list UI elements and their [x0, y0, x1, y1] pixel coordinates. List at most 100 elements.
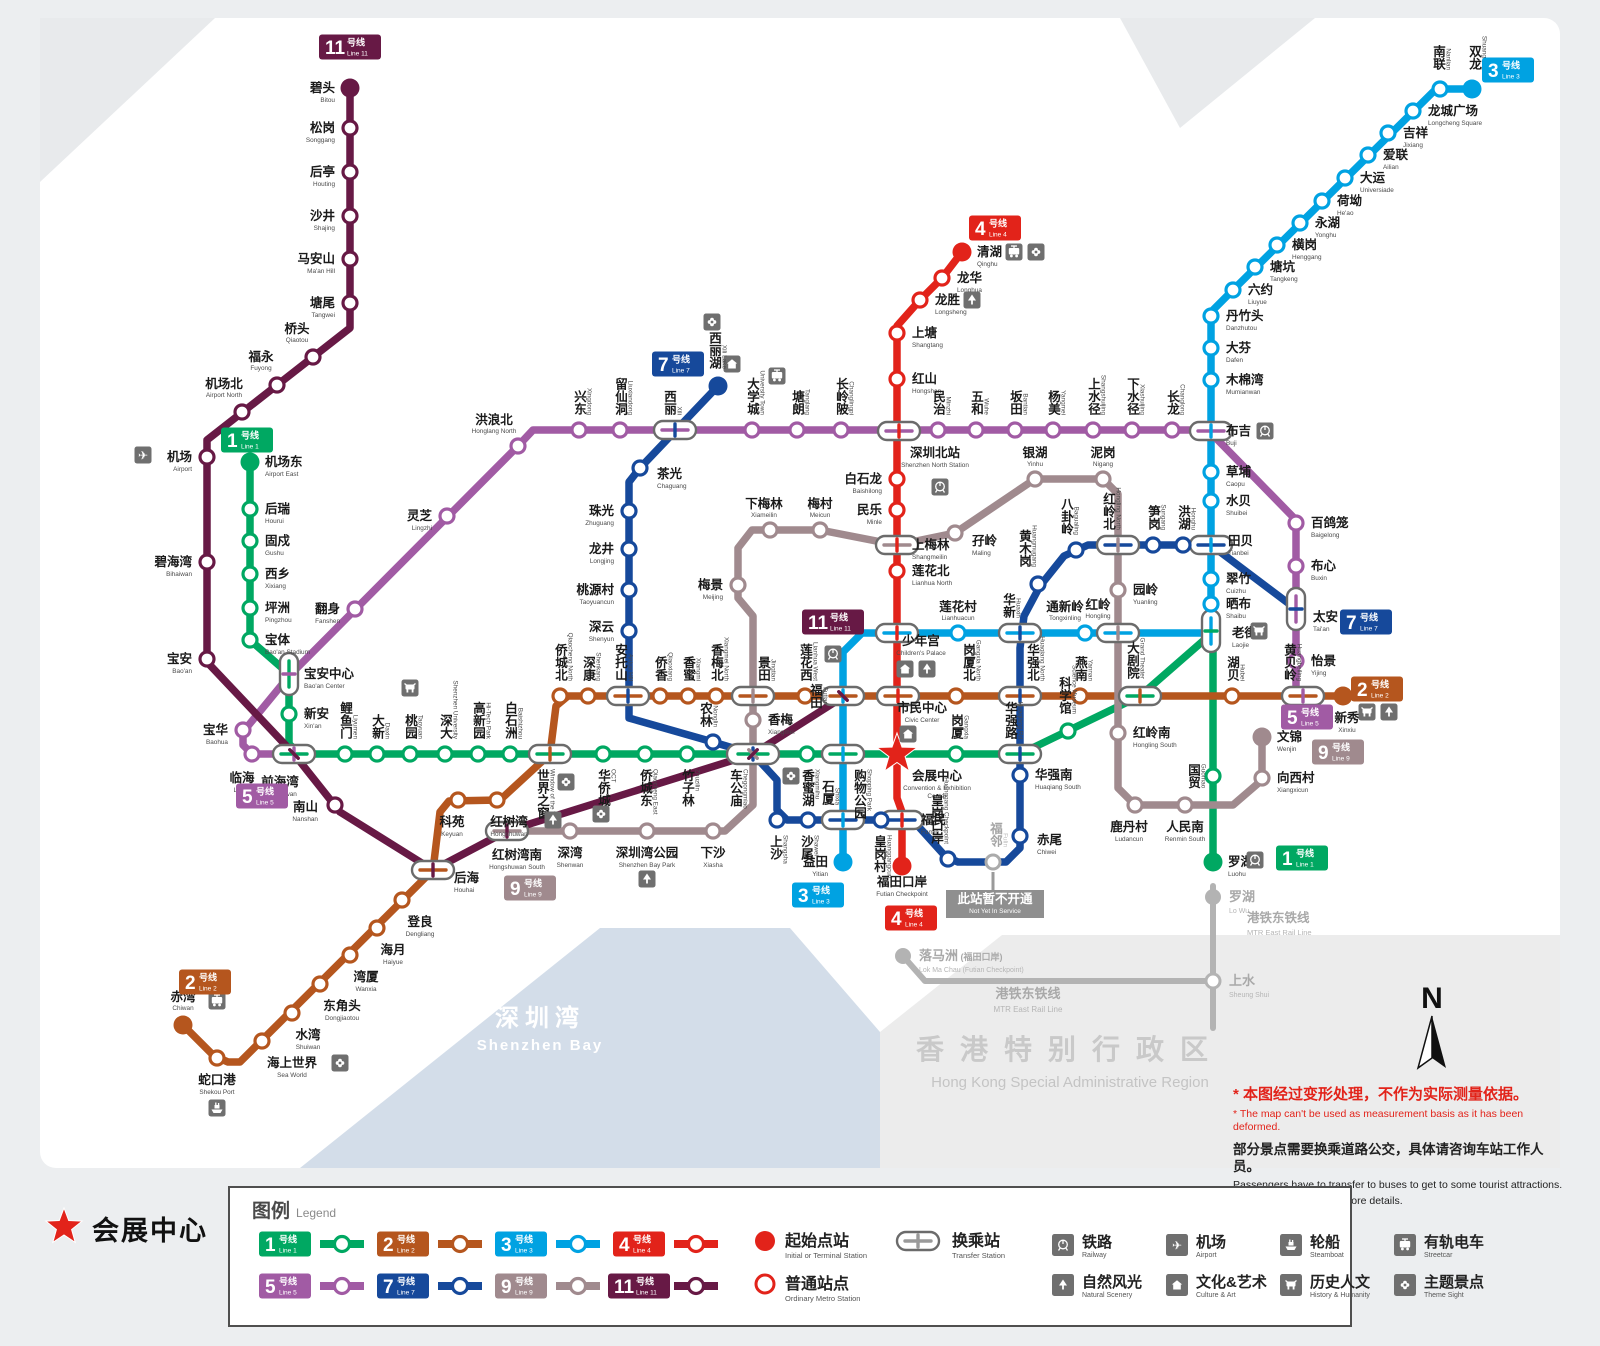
station-hongling	[1095, 622, 1141, 644]
svg-text:机场: 机场	[167, 449, 192, 464]
legend-transfer-en: Transfer Station	[951, 1251, 1006, 1260]
svg-text:Shawei: Shawei	[813, 835, 820, 856]
svg-text:Huaqiang Rd: Huaqiang Rd	[1017, 702, 1024, 740]
svg-text:Line 11: Line 11	[636, 1290, 657, 1297]
svg-text:上塘: 上塘	[912, 325, 938, 340]
svg-text:莲花北: 莲花北	[912, 563, 950, 578]
station-shajing	[341, 207, 359, 225]
station-mumianwan	[1202, 371, 1220, 389]
svg-text:梅村: 梅村	[807, 496, 833, 511]
railway-icon	[824, 645, 842, 663]
svg-text:少年宫: 少年宫	[901, 633, 940, 648]
svg-text:龙城广场: 龙城广场	[1427, 103, 1478, 118]
svg-text:市民中心: 市民中心	[897, 700, 948, 715]
svg-text:Line 4: Line 4	[633, 1248, 651, 1255]
station-bao-an-center	[278, 651, 300, 697]
svg-text:号线: 号线	[812, 885, 830, 896]
svg-text:长龙: 长龙	[1165, 389, 1180, 416]
svg-text:怡景: 怡景	[1311, 653, 1337, 668]
svg-text:Line 7: Line 7	[672, 368, 690, 375]
svg-text:5: 5	[1287, 708, 1298, 729]
station-window-of-the-world	[527, 743, 573, 765]
svg-text:Shajing: Shajing	[314, 225, 336, 232]
station-buji	[1188, 420, 1234, 442]
station-gangxia-north	[947, 687, 965, 705]
svg-text:Sea World: Sea World	[277, 1072, 307, 1079]
steamboat-icon	[1280, 1234, 1302, 1256]
theme-icon	[703, 313, 721, 331]
svg-text:Tanglang: Tanglang	[804, 389, 811, 415]
legend-terminal: 起始点站 Initial or Terminal Station	[752, 1227, 867, 1260]
svg-text:Shenyun: Shenyun	[589, 636, 615, 643]
svg-text:岗厦: 岗厦	[949, 713, 963, 740]
svg-text:双龙: 双龙	[1467, 45, 1482, 71]
station-airport-east	[240, 452, 260, 472]
svg-text:Yitian: Yitian	[812, 871, 828, 878]
station-hubei	[1223, 687, 1241, 705]
svg-text:11: 11	[808, 613, 829, 634]
svg-text:园岭: 园岭	[1133, 582, 1159, 597]
station-qinghu	[952, 242, 972, 262]
svg-text:Laojie: Laojie	[1232, 642, 1250, 649]
svg-text:Shenwan: Shenwan	[557, 862, 584, 869]
legend-terminal-zh: 起始点站	[785, 1233, 850, 1250]
svg-text:号线: 号线	[279, 1276, 297, 1287]
svg-text:Xiangmei: Xiangmei	[768, 729, 795, 736]
svg-text:清湖: 清湖	[977, 244, 1002, 259]
station-danzhutou	[1202, 307, 1220, 325]
svg-text:侨城北: 侨城北	[553, 643, 568, 682]
svg-text:Qiaocheng North: Qiaocheng North	[567, 633, 574, 682]
station-hongshan	[888, 370, 906, 388]
svg-text:11: 11	[325, 38, 346, 59]
station-university-town	[743, 421, 761, 439]
station-fulin	[984, 853, 1002, 871]
svg-text:Line 2: Line 2	[397, 1248, 415, 1255]
svg-text:文锦: 文锦	[1277, 729, 1302, 744]
station-universiade	[1336, 169, 1354, 187]
theme-icon	[331, 1054, 349, 1072]
svg-text:Shuibei: Shuibei	[1226, 510, 1247, 517]
svg-text:Dengliang: Dengliang	[406, 931, 435, 938]
svg-text:Lingzhi: Lingzhi	[412, 525, 432, 532]
station-xiashuijing	[1123, 421, 1141, 439]
svg-text:Line 2: Line 2	[1371, 693, 1389, 700]
svg-text:Chiwei: Chiwei	[1037, 849, 1056, 856]
svg-text:Shuiwan: Shuiwan	[296, 1044, 321, 1051]
svg-text:9: 9	[1318, 743, 1329, 764]
station-wuhe	[967, 421, 985, 439]
svg-text:海上世界: 海上世界	[267, 1055, 318, 1070]
station-honghu	[1174, 536, 1192, 554]
svg-text:向西村: 向西村	[1277, 770, 1315, 785]
svg-text:7: 7	[658, 355, 669, 376]
svg-text:Huanggangcun: Huanggangcun	[886, 835, 893, 879]
svg-text:Lok Ma Chau (Futian Checkpoint: Lok Ma Chau (Futian Checkpoint)	[919, 967, 1024, 974]
svg-text:Line 9: Line 9	[1332, 756, 1350, 763]
svg-text:号线: 号线	[397, 1234, 415, 1245]
station-nanlian	[1431, 80, 1449, 98]
station-nanshan	[326, 796, 344, 814]
svg-text:孖岭: 孖岭	[972, 533, 998, 548]
